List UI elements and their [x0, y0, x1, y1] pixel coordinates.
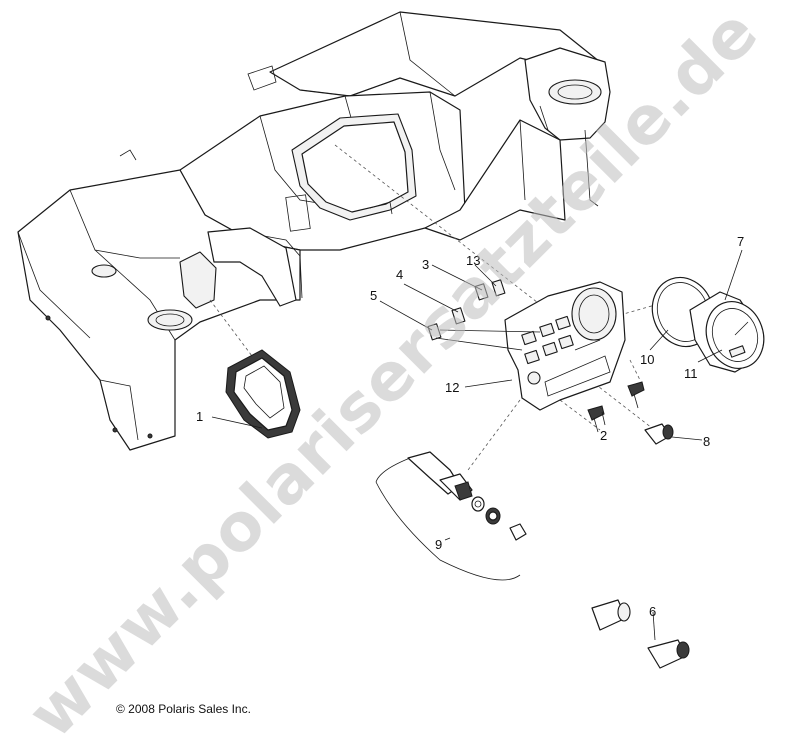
callout-12: 12	[445, 380, 459, 395]
callout-1: 1	[196, 409, 203, 424]
callout-13: 13	[466, 253, 480, 268]
leader-lines	[211, 249, 743, 641]
callout-6: 6	[649, 604, 656, 619]
part-1-handle-insert	[225, 349, 301, 439]
part-12-switch-bezel	[504, 281, 626, 411]
assembly-guides	[209, 144, 656, 471]
callouts: 1 2 3 4 5 6 7 8 9 10 11 12 13	[196, 234, 744, 619]
callout-7: 7	[737, 234, 744, 249]
callout-4: 4	[396, 267, 403, 282]
callout-5: 5	[370, 288, 377, 303]
part-11-gauge	[689, 291, 765, 373]
part-6-power-outlet	[591, 599, 690, 669]
callout-10: 10	[640, 352, 654, 367]
dashboard-assembly	[17, 11, 611, 451]
callout-2: 2	[600, 428, 607, 443]
callout-9: 9	[435, 537, 442, 552]
part-9-key-switch	[375, 451, 527, 581]
callout-11: 11	[684, 366, 698, 381]
callout-8: 8	[703, 434, 710, 449]
parts-3-4-5-13-switch-inserts	[427, 279, 541, 351]
part-8-socket	[644, 423, 674, 445]
part-2-screws	[587, 381, 645, 433]
copyright-notice: © 2008 Polaris Sales Inc.	[116, 702, 251, 716]
callout-3: 3	[422, 257, 429, 272]
